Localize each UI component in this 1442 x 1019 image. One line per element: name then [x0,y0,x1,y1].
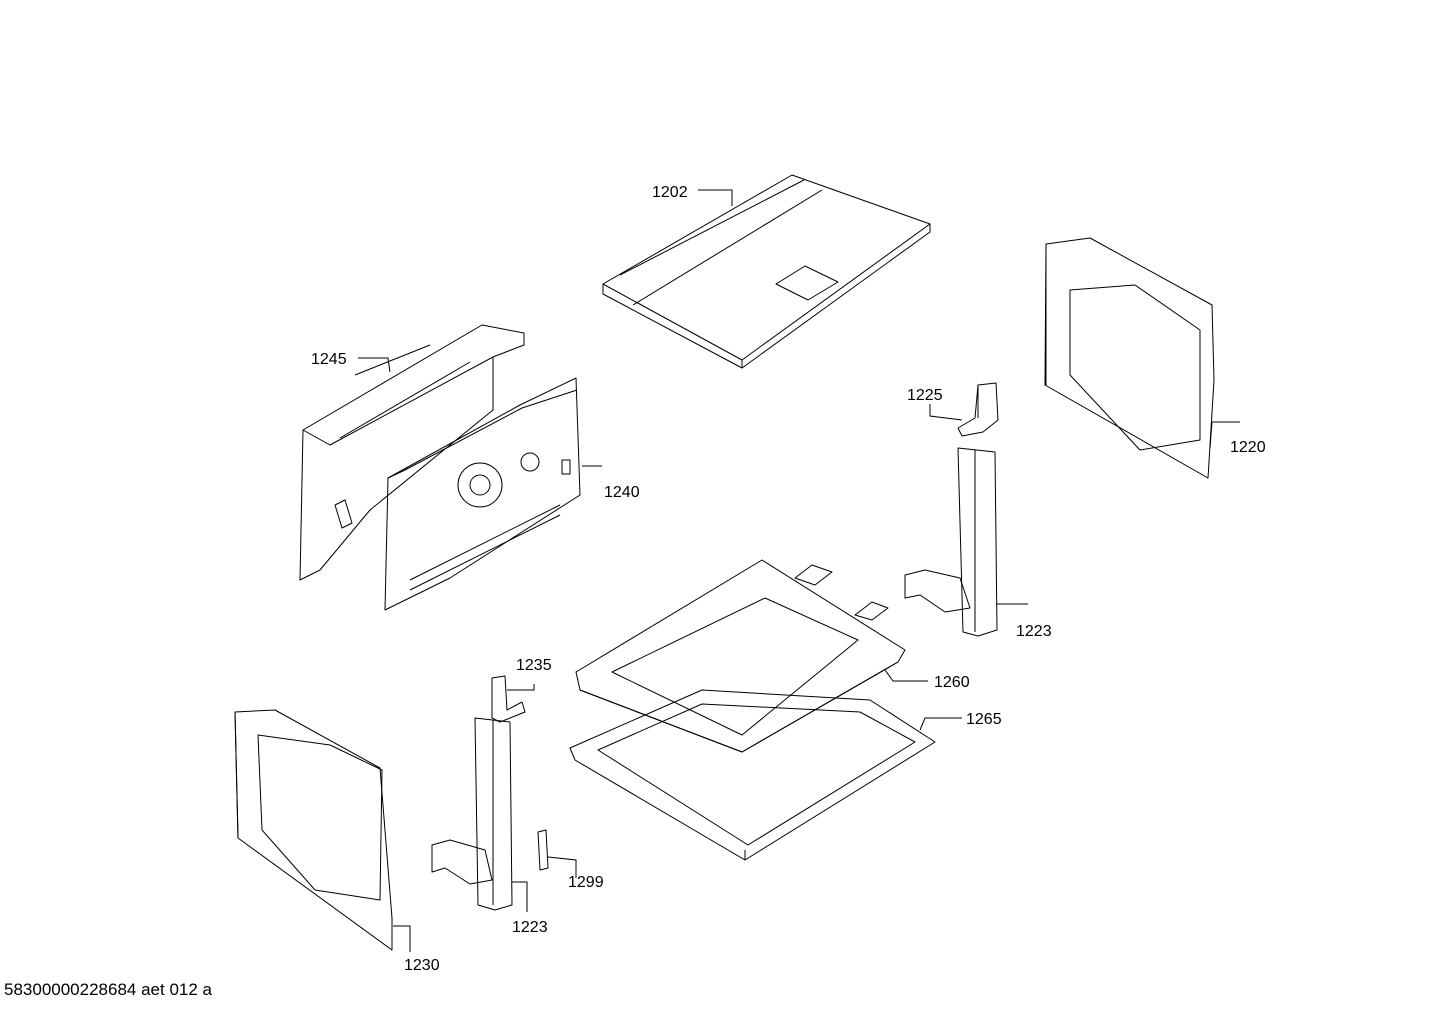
part-1235-connector [491,675,526,723]
part-1245-back-panel [299,324,525,581]
label-1260: 1260 [934,674,970,691]
part-1225-bracket [957,382,999,437]
part-1260-floor-frame [575,559,906,753]
document-id-footer: 58300000228684 aet 012 a [4,980,212,999]
label-1225: 1225 [907,387,943,404]
label-1223-left: 1223 [512,919,548,936]
part-1223-left-rail [431,717,513,911]
label-1299: 1299 [568,874,604,891]
label-1220: 1220 [1230,439,1266,456]
part-1220-right-side-wall [1044,237,1215,479]
label-1223-right: 1223 [1016,623,1052,640]
label-1202: 1202 [652,184,688,201]
part-1202-top-cover [602,174,931,369]
label-1235: 1235 [516,657,552,674]
leader-lines [358,189,1240,952]
label-1245: 1245 [311,351,347,368]
part-1265-base-tray [569,689,936,861]
label-1265: 1265 [966,711,1002,728]
part-1299-clip [537,829,549,871]
label-1240: 1240 [604,484,640,501]
part-1240-rear-wall [384,377,581,611]
label-1230: 1230 [404,957,440,974]
part-1223-right-rail [904,447,998,637]
part-1230-left-side-wall [234,709,393,951]
